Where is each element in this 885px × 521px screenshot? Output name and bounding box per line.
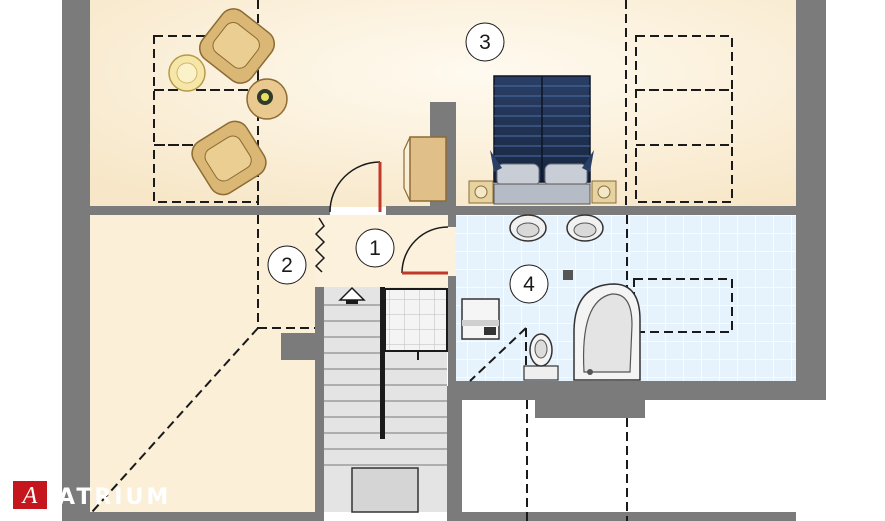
room-number-markers: 1 2 3 4 [267, 22, 549, 304]
sink-right-icon [566, 214, 604, 242]
bathroom-door-swing [401, 226, 449, 274]
lower-area-floor [462, 400, 795, 521]
armchair-top-icon [199, 8, 275, 84]
toilet-icon [523, 333, 559, 381]
staircase [324, 286, 448, 513]
room-2-number: 2 [281, 254, 293, 277]
pillow-right-icon [544, 163, 588, 187]
nightstand-right-icon [591, 180, 617, 204]
walls [62, 0, 826, 521]
stair-bottom-landing [351, 467, 419, 513]
double-bed-icon [490, 75, 594, 205]
room-1-marker: 1 [355, 228, 395, 268]
stair-wall-left [315, 287, 324, 521]
bedroom-door-swing [329, 161, 381, 213]
armchair-bottom-icon [191, 120, 267, 196]
logo-text: ATRIUM [58, 485, 171, 510]
atrium-logo: A ATRIUM [13, 481, 171, 510]
stair-rail [380, 287, 385, 439]
nightstand-left-icon [468, 180, 494, 204]
sink-left-icon [509, 214, 547, 242]
wall-hall-bath [448, 276, 456, 386]
room-3-marker: 3 [465, 22, 505, 62]
wall-bottom-right [462, 512, 796, 521]
folding-door [314, 217, 326, 273]
logo-mark-icon [13, 481, 47, 509]
pillow-left-icon [496, 163, 540, 187]
doors [314, 161, 449, 275]
bedroom-furniture [168, 8, 617, 205]
wall-bedroom-bottom-left [90, 206, 330, 215]
bathtub-icon [573, 283, 641, 381]
dresser-icon [409, 136, 447, 202]
stair-landing [384, 288, 448, 352]
room-4-marker: 4 [509, 264, 549, 304]
stair-wall-right [447, 386, 462, 521]
wall-hall-bath-stub [448, 215, 456, 227]
vent-icon [563, 270, 573, 280]
room-1-number: 1 [369, 237, 381, 260]
bathroom-bottom-wall [448, 381, 796, 400]
wall-bedroom-bottom-mid [386, 206, 466, 215]
room-2-marker: 2 [267, 245, 307, 285]
logo-letter: A [21, 483, 38, 509]
bathroom-fixtures [461, 214, 641, 381]
stair-wall-jog [281, 333, 324, 360]
bathroom-bottom-wall-notch [535, 400, 645, 418]
outer-wall-right [796, 0, 826, 400]
room-4-number: 4 [523, 273, 535, 296]
wall-bedroom-bottom-right [458, 206, 796, 215]
washing-machine-icon [461, 298, 500, 340]
outer-wall-left [62, 0, 90, 521]
wall-bottom-left [90, 512, 315, 521]
room-3-number: 3 [479, 31, 491, 54]
